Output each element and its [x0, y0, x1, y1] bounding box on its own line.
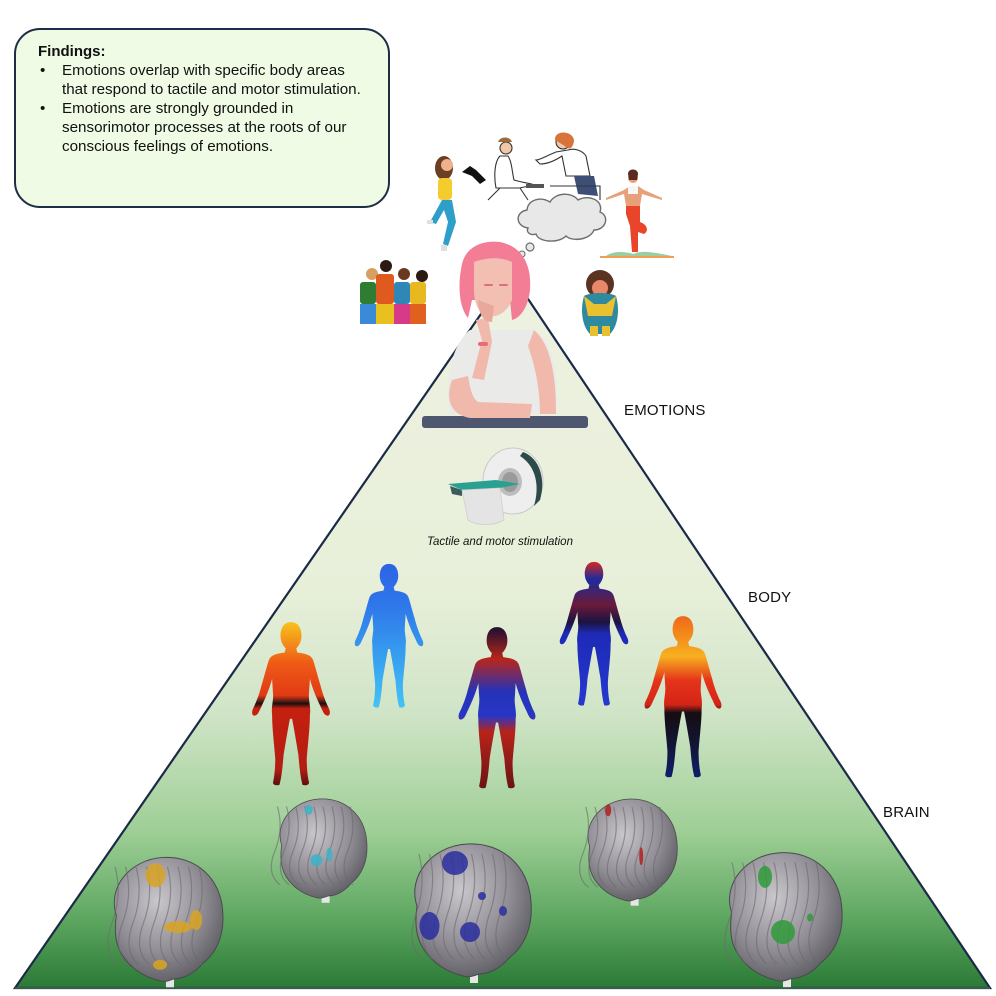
activation-cluster	[153, 959, 167, 970]
brain-gyrus	[643, 806, 654, 888]
group-hug-icon	[360, 260, 428, 324]
brain-render-2	[270, 798, 368, 903]
activation-cluster	[605, 804, 612, 817]
brain-gyrus	[288, 806, 299, 886]
arguing-people-icon	[487, 132, 601, 201]
brain-gyrus	[297, 806, 308, 886]
activation-cluster	[310, 854, 323, 867]
brain-gyrus	[808, 862, 820, 965]
activation-cluster	[442, 851, 468, 875]
brain-gyrus	[588, 806, 599, 888]
brain-gyrus	[343, 806, 354, 886]
brain-gyrus	[787, 862, 799, 965]
brain-render-5	[724, 852, 843, 988]
pensive-woman-icon	[422, 241, 588, 428]
brain-gyrus	[159, 866, 172, 966]
activation-cluster	[499, 906, 507, 916]
brain-gyrus	[107, 866, 119, 966]
happy-jumping-woman-icon	[427, 156, 486, 251]
level-label-emotions: EMOTIONS	[624, 402, 706, 419]
brain-gyrus	[279, 806, 290, 886]
crying-girl-icon	[582, 270, 618, 336]
brain-gyrus	[316, 806, 327, 886]
findings-item: Emotions are strongly grounded in sensor…	[40, 99, 372, 156]
activation-cluster	[478, 892, 486, 900]
brain-gyrus	[734, 862, 747, 965]
brain-gyrus	[463, 853, 476, 960]
brain-gyrus	[484, 853, 497, 960]
findings-item: Emotions overlap with specific body area…	[40, 61, 372, 99]
brain-gyrus	[474, 853, 486, 960]
brain-gyrus	[652, 806, 664, 888]
brain-gyrus	[128, 866, 140, 966]
level-label-brain: BRAIN	[883, 804, 930, 821]
brain-render-4	[578, 798, 678, 906]
activation-cluster	[304, 804, 313, 815]
level-label-body: BODY	[748, 589, 792, 606]
findings-list: Emotions overlap with specific body area…	[38, 61, 372, 156]
findings-title: Findings:	[38, 43, 106, 60]
activation-cluster	[190, 910, 202, 930]
brain-gyrus	[745, 862, 757, 965]
activation-cluster	[145, 863, 166, 888]
thought-cloud-icon	[514, 193, 607, 262]
scanner-caption: Tactile and motor stimulation	[427, 536, 573, 548]
brain-renders	[107, 798, 843, 988]
brain-gyrus	[117, 866, 130, 966]
brain-gyrus	[597, 806, 608, 888]
brain-gyrus	[724, 862, 736, 965]
brain-gyrus	[797, 862, 810, 965]
brain-gyrus	[766, 862, 778, 965]
activation-cluster	[758, 865, 772, 888]
yoga-woman-icon	[600, 169, 674, 258]
brain-gyrus	[307, 806, 318, 886]
brain-gyrus	[625, 806, 636, 888]
brain-gyrus	[334, 806, 345, 886]
brain-gyrus	[615, 806, 627, 888]
brain-gyrus	[432, 853, 444, 960]
activation-cluster	[164, 921, 192, 933]
brain-render-1	[107, 856, 224, 988]
brain-gyrus	[270, 806, 281, 886]
activation-cluster	[807, 913, 813, 922]
activation-cluster	[771, 920, 795, 944]
activation-cluster	[460, 922, 480, 942]
brain-gyrus	[411, 853, 423, 960]
activation-cluster	[419, 912, 440, 940]
mri-scanner-icon	[448, 447, 544, 525]
brain-render-3	[411, 843, 532, 983]
brain-gyrus	[606, 806, 617, 888]
brain-gyrus	[634, 806, 645, 888]
findings-box: Findings: Emotions overlap with specific…	[14, 28, 390, 208]
activation-cluster	[639, 847, 644, 866]
brain-gyrus	[578, 806, 590, 888]
activation-cluster	[326, 847, 333, 862]
